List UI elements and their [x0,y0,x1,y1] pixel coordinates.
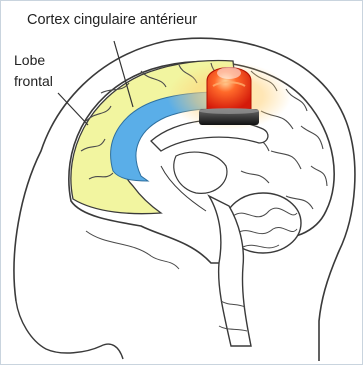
sinus-detail [86,231,179,269]
frontal-label: frontal [14,72,53,90]
face-outline [16,301,123,359]
lobe-label: Lobe [14,51,45,69]
cortex-cingulaire-label: Cortex cingulaire antérieur [27,11,197,29]
alarm-siren-icon [167,62,291,130]
